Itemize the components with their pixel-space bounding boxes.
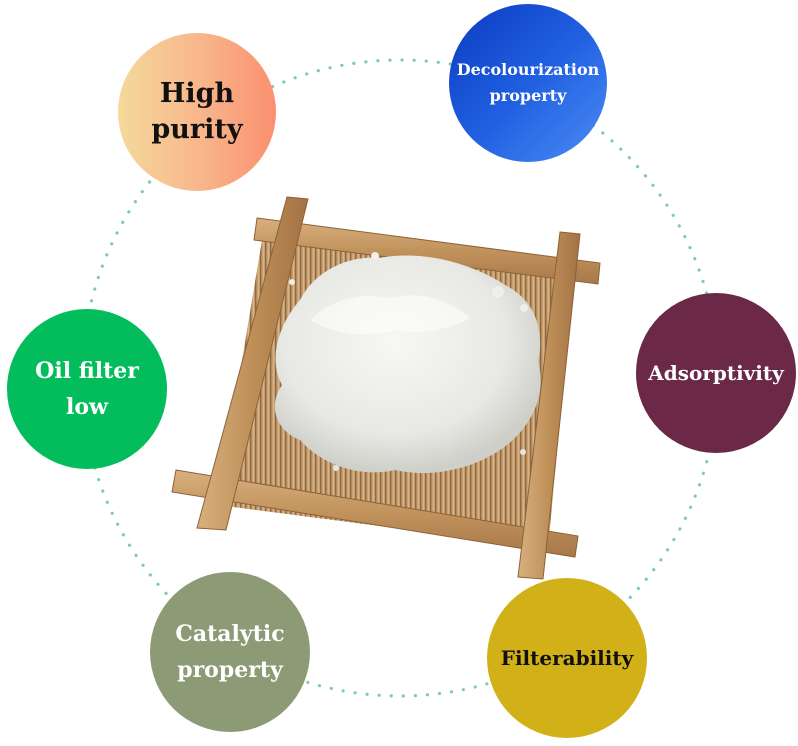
high-purity-bubble: High purity bbox=[118, 33, 276, 191]
oil-filter-low-label: Oil filter low bbox=[35, 358, 139, 420]
catalytic-property-label: Catalytic property bbox=[175, 621, 285, 683]
catalytic-property-bubble: Catalytic property bbox=[150, 572, 310, 732]
adsorptivity-bubble: Adsorptivity bbox=[636, 293, 796, 453]
oil-filter-low-bubble: Oil filter low bbox=[7, 309, 167, 469]
filterability-label: Filterability bbox=[500, 646, 634, 670]
decolourization-label: Decolourization property bbox=[456, 60, 600, 105]
decolourization-bubble: Decolourization property bbox=[449, 4, 607, 162]
white-powder bbox=[274, 252, 541, 474]
adsorptivity-label: Adsorptivity bbox=[648, 361, 784, 385]
filterability-bubble: Filterability bbox=[487, 578, 647, 738]
high-purity-label: High purity bbox=[151, 78, 243, 145]
